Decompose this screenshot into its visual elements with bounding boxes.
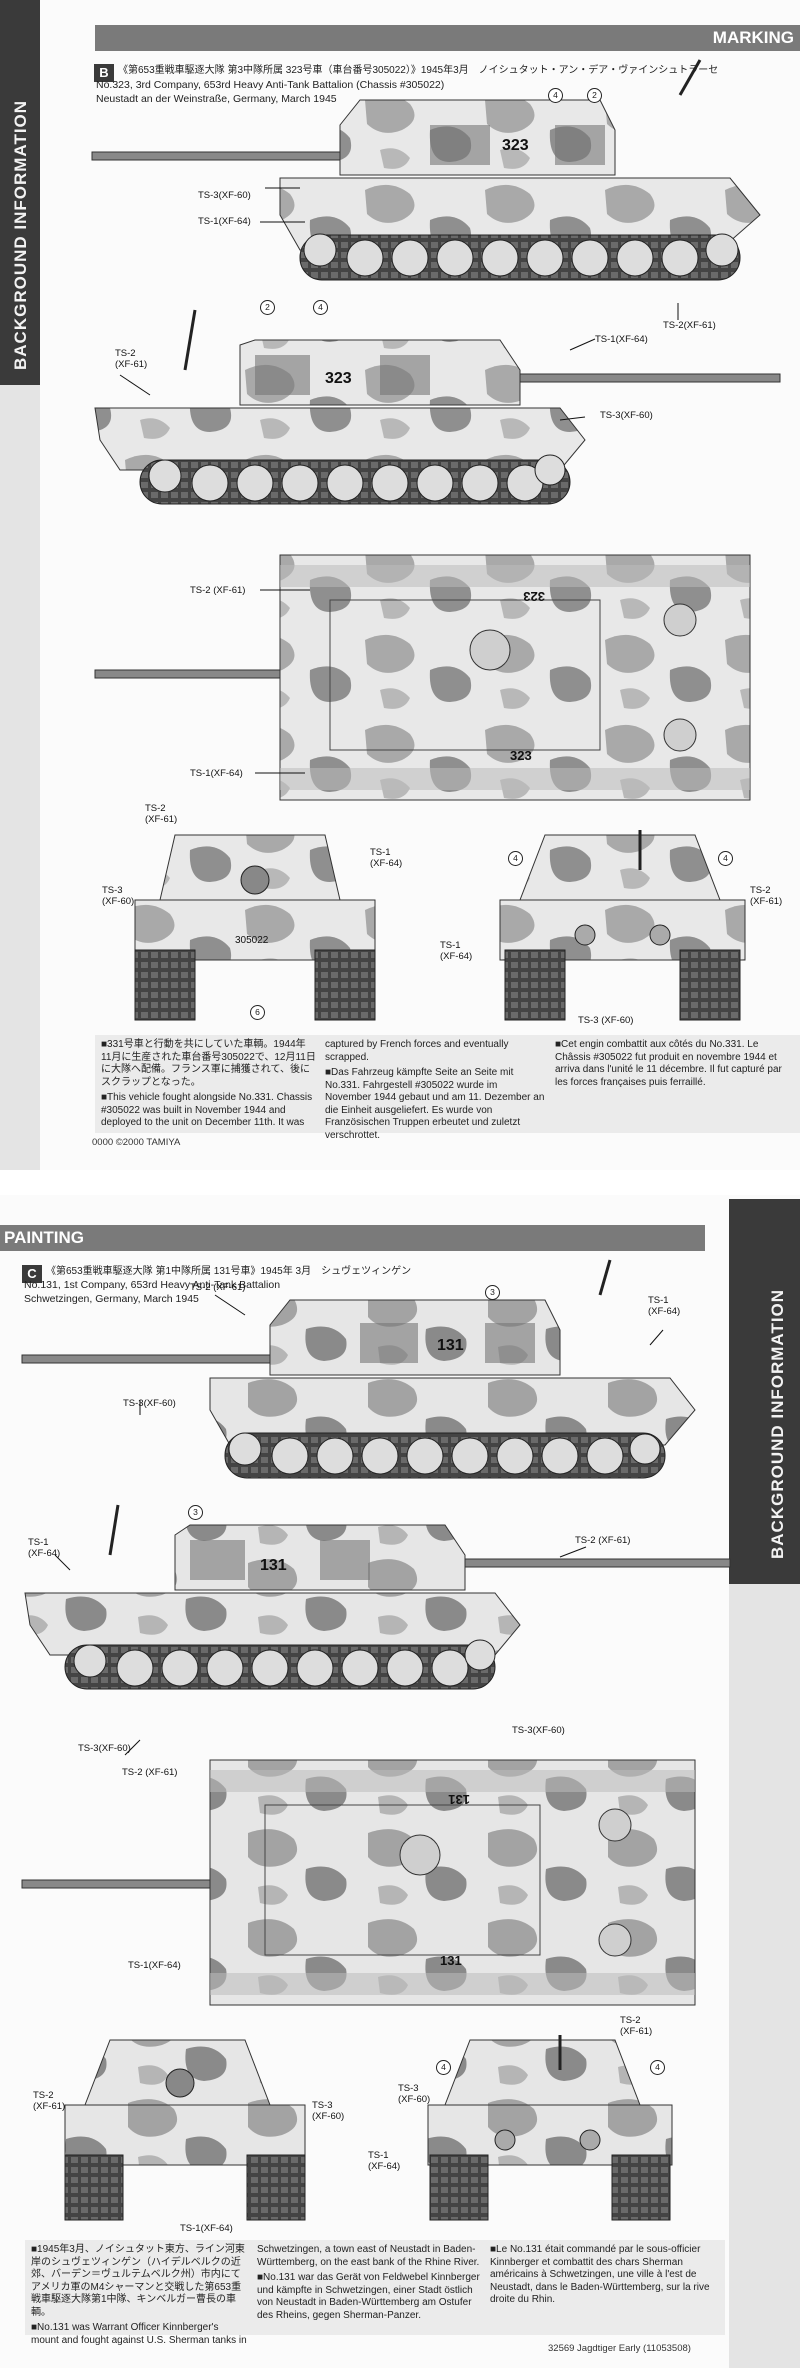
caption-en: No.323, 3rd Company, 653rd Heavy Anti-Ta… xyxy=(96,79,445,91)
side-view-right-1: 323 xyxy=(94,309,781,505)
side-tab-lower xyxy=(0,385,40,1170)
info-en-cont: Schwetzingen, a town east of Neustadt in… xyxy=(257,2244,480,2268)
callout-ts1-side2: TS-1(XF-64) xyxy=(595,334,648,345)
callout-ts1-front: TS-1(XF-64) xyxy=(180,2223,233,2234)
side-view-left-1: 323 xyxy=(91,59,761,281)
side-number-2: 131 xyxy=(260,1557,287,1574)
info-jp: ■1945年3月、ノイシュタット東方、ライン河東岸のシュヴェツィンゲン（ハイデル… xyxy=(31,2244,245,2318)
caption-location: Neustadt an der Weinstraße, Germany, Mar… xyxy=(96,93,337,105)
part-number: 4 xyxy=(650,2060,665,2075)
callout-ts2-top: TS-2 (XF-61) xyxy=(190,585,246,596)
caption-jp: 《第653重戦車駆逐大隊 第1中隊所属 131号車》1945年 3月 シュヴェツ… xyxy=(46,1266,412,1277)
callout-ts1-top: TS-1(XF-64) xyxy=(128,1960,181,1971)
info-de: ■Das Fahrzeug kämpfte Seite an Seite mit… xyxy=(325,1067,545,1141)
info-en: ■No.131 was Warrant Officer Kinnberger's… xyxy=(31,2322,247,2346)
callout-ts1-side2: TS-1 (XF-64) xyxy=(28,1537,61,1559)
painting-banner: PAINTING xyxy=(0,1225,705,1251)
top-number-b: 131 xyxy=(440,1953,462,1968)
front-view-1: 305022 xyxy=(134,834,376,1021)
callout-ts3-side2: TS-3(XF-60) xyxy=(78,1743,131,1754)
part-number: 4 xyxy=(436,2060,451,2075)
side-number-1: 131 xyxy=(437,1337,464,1354)
info-en: ■This vehicle fought alongside No.331. C… xyxy=(101,1092,313,1128)
callout-ts3-front: TS-3 (XF-60) xyxy=(102,885,135,907)
rear-view-2 xyxy=(427,2035,673,2221)
banner-title: PAINTING xyxy=(4,1228,84,1247)
rear-number: 305022 xyxy=(235,935,269,946)
callout-ts1-top: TS-1(XF-64) xyxy=(190,768,243,779)
top-number-b: 323 xyxy=(510,748,532,763)
side-view-left-2: 131 xyxy=(21,1259,696,1479)
callout-ts3-front: TS-3 (XF-60) xyxy=(312,2100,345,2122)
callout-ts2-side1: TS-2(XF-61) xyxy=(663,320,716,331)
side-number-1: 323 xyxy=(502,137,529,154)
part-number: 2 xyxy=(587,88,602,103)
part-number: 4 xyxy=(313,300,328,315)
part-number: 2 xyxy=(260,300,275,315)
callout-ts2-side2: TS-2 (XF-61) xyxy=(575,1535,631,1546)
callout-ts1-rear: TS-1 (XF-64) xyxy=(440,940,473,962)
product-code: 32569 Jagdtiger Early (11053508) xyxy=(548,2343,691,2354)
side-tab-lower xyxy=(729,1584,800,2368)
side-number-2: 323 xyxy=(325,370,352,387)
side-tab xyxy=(0,0,40,385)
callout-ts3-rear: TS-3 (XF-60) xyxy=(578,1015,634,1026)
side-tab xyxy=(729,1199,800,1584)
info-box: ■331号車と行動を共にしていた車輌。1944年11月に生産された車台番号305… xyxy=(95,1035,800,1141)
part-number: 4 xyxy=(548,88,563,103)
tank-drawings-c: 131 131 xyxy=(21,1259,731,2221)
top-view-1: 323 323 xyxy=(94,554,751,801)
caption-jp: 《第653重戦車駆逐大隊 第3中隊所属 323号車（車台番号305022）》19… xyxy=(118,65,719,76)
callout-ts2-side1: TS-2 (XF-61) xyxy=(190,1282,246,1293)
info-fr: ■Cet engin combattit aux côtés du No.331… xyxy=(555,1039,782,1088)
top-number-a: 131 xyxy=(448,1792,470,1807)
callout-ts3-rear: TS-3 (XF-60) xyxy=(398,2083,431,2105)
callout-ts3-side2: TS-3(XF-60) xyxy=(600,410,653,421)
info-jp: ■331号車と行動を共にしていた車輌。1944年11月に生産された車台番号305… xyxy=(101,1039,316,1088)
caption-en: No.131, 1st Company, 653rd Heavy Anti-Ta… xyxy=(24,1279,281,1291)
top-number-a: 323 xyxy=(523,589,545,604)
callout-ts2-front: TS-2 (XF-61) xyxy=(145,803,178,825)
tank-drawings-b: 323 323 xyxy=(91,59,781,1021)
front-view-2 xyxy=(64,2039,306,2221)
callout-ts3-top: TS-3(XF-60) xyxy=(512,1725,565,1736)
rear-view-1 xyxy=(499,830,746,1021)
part-number: 4 xyxy=(718,851,733,866)
callout-ts1-rear: TS-1 (XF-64) xyxy=(368,2150,401,2172)
banner-title: MARKING xyxy=(712,28,794,47)
marking-page: BACKGROUND INFORMATION MARKING B 《第653重戦… xyxy=(0,0,800,1170)
callout-ts2-side2: TS-2 (XF-61) xyxy=(115,348,148,370)
section-letter: C xyxy=(22,1265,42,1283)
side-view-right-2: 131 xyxy=(24,1504,731,1690)
callout-ts2-top: TS-2 (XF-61) xyxy=(122,1767,178,1778)
part-number: 6 xyxy=(250,1005,265,1020)
section-letter: B xyxy=(94,64,114,82)
caption-location: Schwetzingen, Germany, March 1945 xyxy=(24,1293,199,1305)
part-number: 3 xyxy=(485,1285,500,1300)
info-de: ■No.131 war das Gerät von Feldwebel Kinn… xyxy=(257,2272,480,2321)
info-en-cont: captured by French forces and eventually… xyxy=(325,1039,509,1063)
callout-ts3-side1: TS-3(XF-60) xyxy=(123,1398,176,1409)
page-gap xyxy=(0,1170,800,1195)
callout-ts1-side1: TS-1 (XF-64) xyxy=(648,1295,681,1317)
callout-ts1-front: TS-1 (XF-64) xyxy=(370,847,403,869)
info-fr: ■Le No.131 était commandé par le sous-of… xyxy=(490,2244,710,2305)
part-number: 3 xyxy=(188,1505,203,1520)
info-box: ■1945年3月、ノイシュタット東方、ライン河東岸のシュヴェツィンゲン（ハイデル… xyxy=(25,2240,725,2346)
marking-banner: MARKING xyxy=(95,25,800,51)
part-number: 4 xyxy=(508,851,523,866)
callout-ts1-side1: TS-1(XF-64) xyxy=(198,216,251,227)
painting-page: BACKGROUND INFORMATION PAINTING C 《第653重… xyxy=(0,1195,800,2368)
top-view-2: 131 131 xyxy=(21,1759,696,2006)
callout-ts3-side1: TS-3(XF-60) xyxy=(198,190,251,201)
callout-ts2-rear: TS-2 (XF-61) xyxy=(750,885,783,907)
callout-ts2-rear: TS-2 (XF-61) xyxy=(620,2015,653,2037)
callout-ts2-front: TS-2 (XF-61) xyxy=(33,2090,66,2112)
copyright: 0000 ©2000 TAMIYA xyxy=(92,1137,181,1148)
